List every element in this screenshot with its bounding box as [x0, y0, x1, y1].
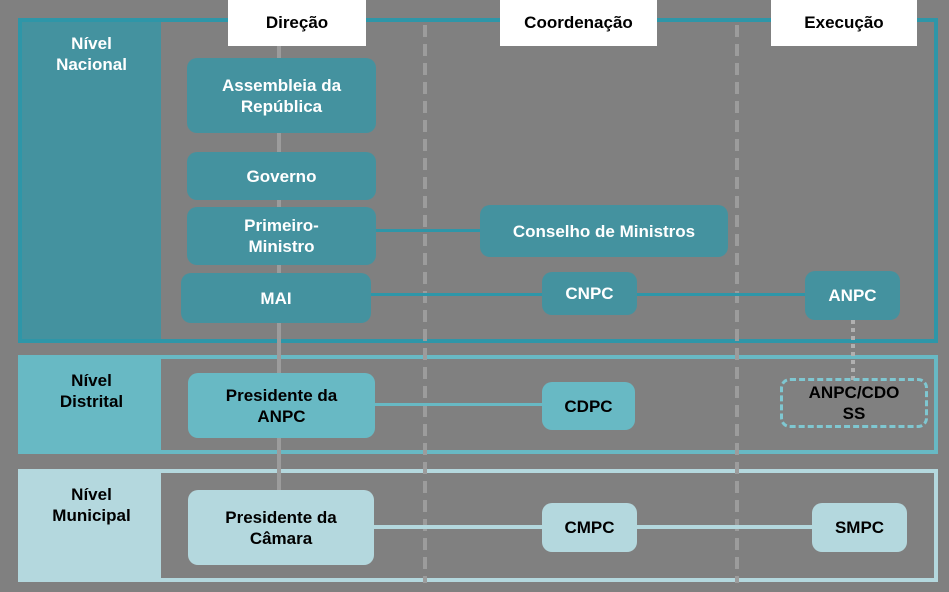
- level-municipal-band: Nível Municipal: [22, 473, 161, 578]
- box-cnpc: CNPC: [542, 272, 637, 315]
- box-anpc: ANPC: [805, 271, 900, 320]
- box-conselho-de-ministros: Conselho de Ministros: [480, 205, 728, 257]
- connector-presidente-anpc-cdpc: [375, 403, 542, 406]
- level-national-band: Nível Nacional: [22, 22, 161, 339]
- box-presidente-da-camara: Presidente da Câmara: [188, 490, 374, 565]
- anpc-to-cdos-dotted-connector: [851, 320, 855, 380]
- box-presidente-da-anpc: Presidente da ANPC: [188, 373, 375, 438]
- box-assembleia-republica: Assembleia da República: [187, 58, 376, 133]
- box-anpc-cdo-ss: ANPC/CDO SS: [780, 378, 928, 428]
- level-national-label: Nível Nacional: [56, 34, 127, 74]
- connector-primeiro-ministro-conselho: [376, 229, 480, 232]
- box-primeiro-ministro: Primeiro- Ministro: [187, 207, 376, 265]
- level-municipal-label: Nível Municipal: [52, 485, 131, 525]
- level-municipal-container: Nível Municipal: [18, 469, 938, 582]
- level-national-container: Nível Nacional: [18, 18, 938, 343]
- box-cdpc: CDPC: [542, 382, 635, 430]
- column-header-direcao: Direção: [228, 0, 366, 46]
- box-cmpc: CMPC: [542, 503, 637, 552]
- level-district-container: Nível Distrital: [18, 355, 938, 454]
- level-district-band: Nível Distrital: [22, 359, 161, 450]
- box-mai: MAI: [181, 273, 371, 323]
- box-governo: Governo: [187, 152, 376, 200]
- column-header-coordenacao: Coordenação: [500, 0, 657, 46]
- column-header-execucao: Execução: [771, 0, 917, 46]
- separator-coordenacao-execucao: [735, 25, 739, 583]
- direcao-column-vertical-connector: [277, 46, 281, 490]
- box-smpc: SMPC: [812, 503, 907, 552]
- separator-direcao-coordenacao: [423, 25, 427, 583]
- level-district-label: Nível Distrital: [59, 371, 124, 411]
